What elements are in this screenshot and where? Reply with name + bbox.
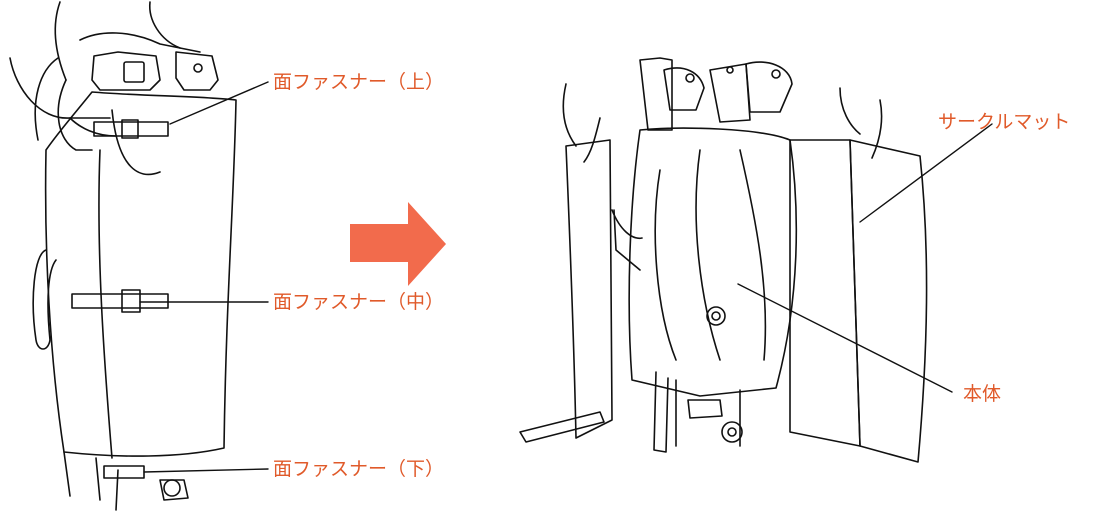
label-main-body: 本体 bbox=[963, 383, 1002, 405]
leader-line-fastener-top bbox=[169, 81, 269, 125]
leader-line-circle-mat bbox=[859, 123, 993, 223]
leader-lines-right bbox=[737, 123, 993, 393]
leader-line-main-body bbox=[737, 283, 953, 393]
leader-lines-left bbox=[139, 81, 269, 473]
label-circle-mat: サークルマット bbox=[938, 111, 1071, 133]
leader-line-fastener-bottom bbox=[143, 468, 269, 473]
label-fastener-middle: 面ファスナー（中） bbox=[273, 291, 445, 313]
unfolded-body-drawing bbox=[519, 57, 928, 463]
folded-bag-drawing bbox=[9, 1, 237, 511]
label-fastener-top: 面ファスナー（上） bbox=[273, 71, 445, 93]
label-fastener-bottom: 面ファスナー（下） bbox=[273, 458, 445, 480]
right-arrow bbox=[350, 202, 446, 286]
